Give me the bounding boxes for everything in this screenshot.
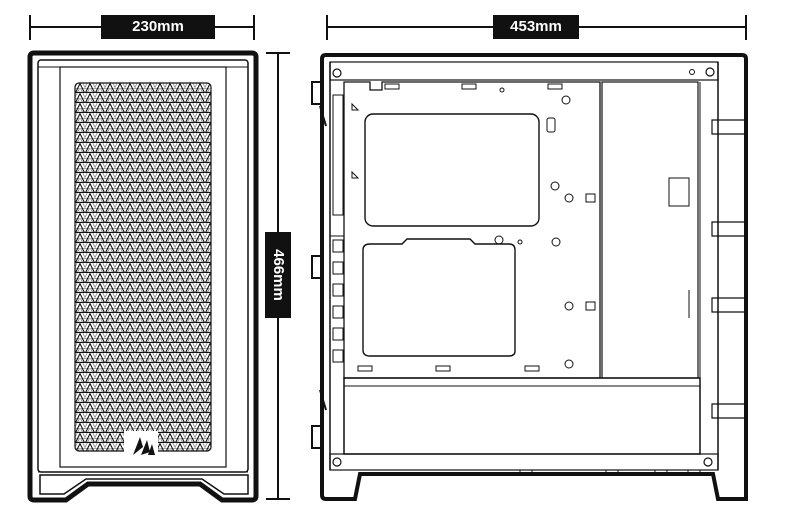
side-view — [311, 53, 748, 501]
front-view — [27, 50, 259, 503]
width-label: 230mm — [101, 15, 215, 39]
height-label-text: 466mm — [270, 249, 287, 301]
depth-label: 453mm — [493, 15, 579, 39]
corsair-logo-icon — [124, 431, 158, 457]
height-label: 466mm — [265, 232, 291, 318]
